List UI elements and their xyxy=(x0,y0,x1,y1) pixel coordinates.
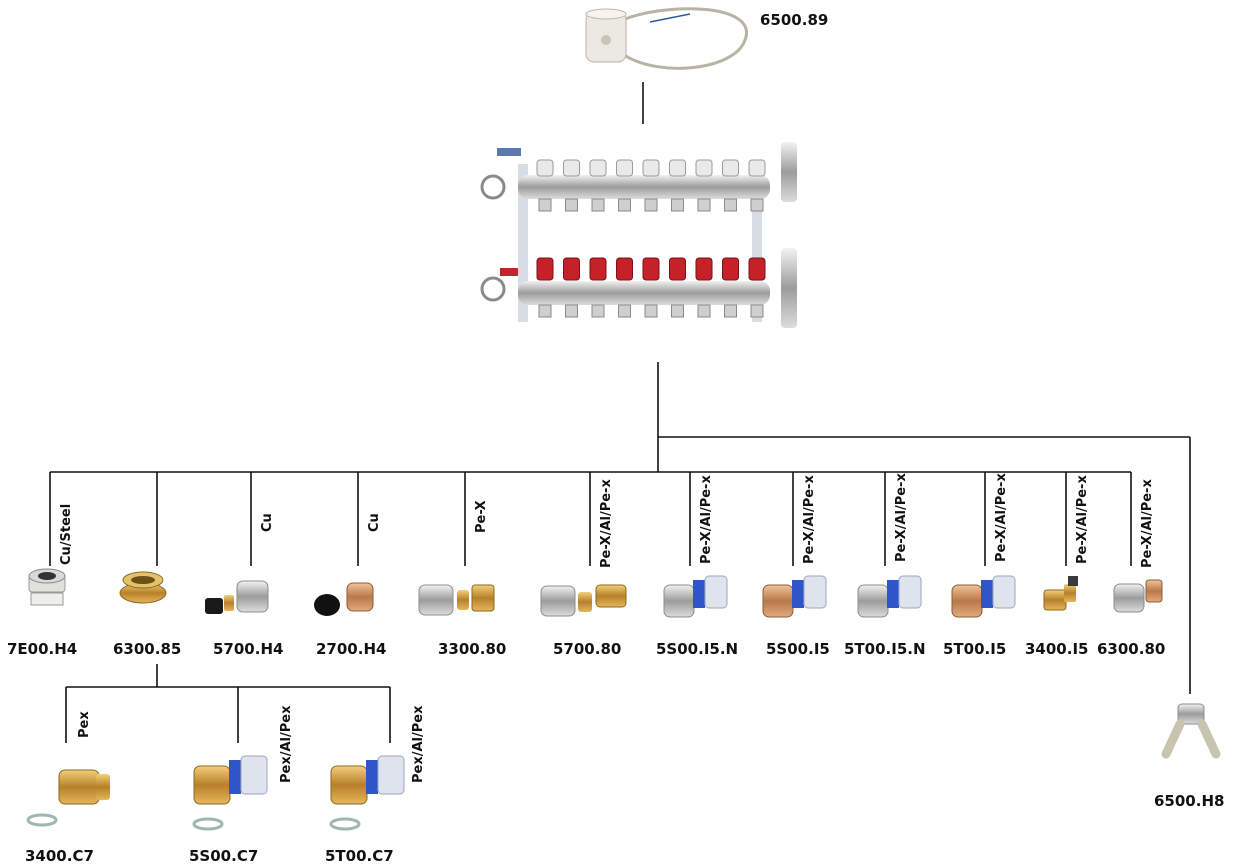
actuator-code: 6500.89 xyxy=(760,11,828,29)
fitting-code: 7E00.H4 xyxy=(7,640,77,658)
fitting-icon-5700-H4 xyxy=(205,580,269,614)
y-connector-icon xyxy=(1161,703,1221,759)
manifold-outlet xyxy=(618,198,631,212)
fitting-code: 5700.H4 xyxy=(213,640,283,658)
actuator-icon xyxy=(585,7,748,70)
flowmeter-cap xyxy=(722,257,739,281)
fitting-icon-6300-80 xyxy=(1113,579,1163,613)
material-label: Pe-X/Al/Pe-x xyxy=(802,475,817,564)
manifold-outlet xyxy=(644,304,658,318)
fitting-icon-5S00-I5-N xyxy=(663,575,728,618)
fitting-icon-3300-80 xyxy=(418,584,495,616)
manifold-valve-cap xyxy=(722,159,739,177)
fitting-icon-5T00-I5 xyxy=(951,575,1016,618)
fitting-code: 3400.I5 xyxy=(1025,640,1088,658)
manifold-outlet xyxy=(724,304,737,318)
sub-fitting-code: 5T00.C7 xyxy=(325,847,394,865)
fitting-icon-5T00-C7 xyxy=(329,755,405,831)
material-label: Pe-X/Al/Pe-x xyxy=(894,473,909,562)
connector-lines xyxy=(49,82,1191,743)
material-label: Pex/Al/Pex xyxy=(411,705,426,783)
manifold-valve-cap xyxy=(669,159,686,177)
manifold-outlet xyxy=(697,304,711,318)
fitting-icon-6300-85 xyxy=(119,571,167,604)
manifold-outlet xyxy=(750,198,764,212)
manifold-valve-cap xyxy=(563,159,580,177)
material-label: Pe-X/Al/Pe-x xyxy=(599,479,614,568)
manifold-valve-cap xyxy=(642,159,660,177)
manifold-outlet xyxy=(644,198,658,212)
fitting-icon-5S00-I5 xyxy=(762,575,827,618)
manifold-outlet xyxy=(591,198,605,212)
fitting-code: 3300.80 xyxy=(438,640,506,658)
manifold-outlet xyxy=(538,198,552,212)
material-label: Pe-X/Al/Pe-x xyxy=(1140,479,1155,568)
manifold-outlet xyxy=(538,304,552,318)
flowmeter-cap xyxy=(669,257,686,281)
material-label: Cu xyxy=(260,513,275,532)
fitting-code: 2700.H4 xyxy=(316,640,386,658)
fitting-code: 5S00.I5 xyxy=(766,640,830,658)
material-label: Pex/Al/Pex xyxy=(279,705,294,783)
manifold-outlet xyxy=(565,304,578,318)
manifold-outlet xyxy=(750,304,764,318)
manifold-outlet xyxy=(591,304,605,318)
flowmeter-cap xyxy=(616,257,633,281)
manifold-valve-cap xyxy=(748,159,766,177)
manifold-outlet xyxy=(565,198,578,212)
manifold-outlet xyxy=(697,198,711,212)
manifold-valve-cap xyxy=(695,159,713,177)
sub-fitting-code: 5S00.C7 xyxy=(189,847,258,865)
flowmeter-cap xyxy=(536,257,554,281)
manifold-icon xyxy=(480,142,797,328)
fitting-code: 5T00.I5.N xyxy=(844,640,926,658)
flowmeter-cap xyxy=(563,257,580,281)
material-label: Pe-X xyxy=(474,500,489,533)
fitting-icon-5S00-C7 xyxy=(192,755,268,831)
fitting-icon-7E00-H4 xyxy=(28,568,66,606)
fitting-code: 5S00.I5.N xyxy=(656,640,738,658)
material-label: Pe-X/Al/Pe-x xyxy=(1075,475,1090,564)
fitting-icon-2700-H4 xyxy=(314,582,374,616)
manifold-outlet xyxy=(724,198,737,212)
fitting-icon-3400-C7 xyxy=(26,769,110,827)
material-label: Cu/Steel xyxy=(59,504,74,565)
material-label: Cu xyxy=(367,513,382,532)
side-item-code: 6500.H8 xyxy=(1154,792,1224,810)
flowmeter-cap xyxy=(748,257,766,281)
flowmeter-cap xyxy=(589,257,607,281)
sub-fitting-code: 3400.C7 xyxy=(25,847,94,865)
material-label: Pe-X/Al/Pe-x xyxy=(994,473,1009,562)
material-label: Pex xyxy=(77,711,92,738)
fitting-code: 5700.80 xyxy=(553,640,621,658)
manifold-valve-cap xyxy=(616,159,633,177)
flowmeter-cap xyxy=(642,257,660,281)
fitting-icon-3400-I5 xyxy=(1043,576,1078,611)
manifold-outlet xyxy=(671,198,684,212)
fitting-icon-5T00-I5-N xyxy=(857,575,922,618)
flowmeter-cap xyxy=(695,257,713,281)
material-label: Pe-X/Al/Pe-x xyxy=(699,475,714,564)
fitting-icon-5700-80 xyxy=(540,584,627,617)
manifold-valve-cap xyxy=(536,159,554,177)
fitting-code: 6300.80 xyxy=(1097,640,1165,658)
fitting-code: 5T00.I5 xyxy=(943,640,1006,658)
manifold-valve-cap xyxy=(589,159,607,177)
manifold-outlet xyxy=(618,304,631,318)
manifold-outlet xyxy=(671,304,684,318)
fitting-code: 6300.85 xyxy=(113,640,181,658)
